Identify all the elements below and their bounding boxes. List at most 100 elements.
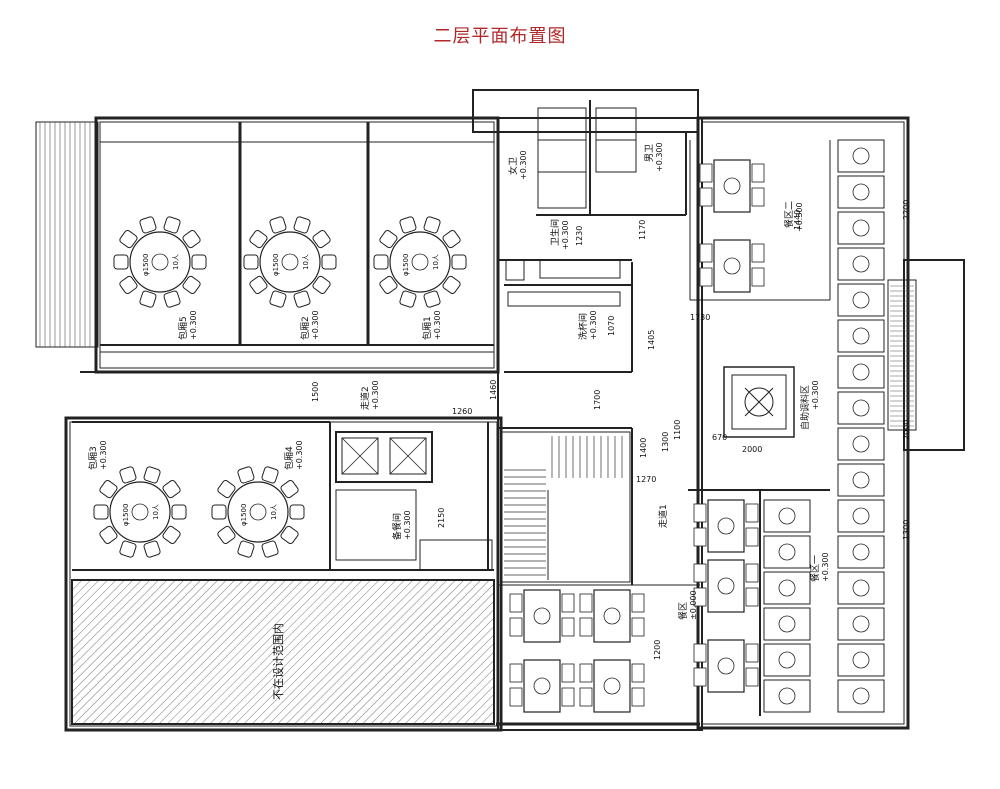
room-labels: 包厢5 +0.300 包厢2 +0.300 包厢1 +0.300 包厢3 +0.… (87, 142, 830, 700)
out-of-scope-area (71, 579, 495, 725)
label-dishwash: 洗杯间 (577, 313, 589, 340)
label-womens-wc: 女卫 (507, 157, 519, 175)
booth (837, 175, 885, 209)
round-table: φ1500 10人 (93, 466, 187, 558)
level-pantry: +0.300 (403, 510, 412, 540)
booth (837, 211, 885, 245)
level-womens-wc: +0.300 (519, 150, 528, 180)
booth (763, 607, 811, 641)
booth (837, 427, 885, 461)
dimension-label: 2150 (437, 508, 446, 528)
dimension-label: 2000 (902, 420, 911, 440)
booth (837, 571, 885, 605)
level-dining-1: +0.300 (821, 552, 830, 582)
label-private-1: 包厢1 (421, 316, 433, 340)
booth (763, 535, 811, 569)
booth (763, 679, 811, 713)
dimension-label: 1460 (489, 380, 498, 400)
booth (837, 463, 885, 497)
booth (837, 319, 885, 353)
outer-walls (64, 89, 910, 732)
table-size: φ1500 (122, 504, 130, 526)
dimension-label: 1400 (639, 438, 648, 458)
label-self-serve: 自助调料区 (799, 385, 811, 430)
label-dining-1: 餐区一 (809, 555, 821, 582)
dimension-label: 2200 (902, 200, 911, 220)
left-balcony (35, 121, 99, 348)
self-serve-station (723, 366, 795, 438)
level-self-serve: +0.300 (811, 380, 820, 410)
label-private-4: 包厢4 (283, 446, 295, 470)
dimension-label: 1260 (452, 407, 472, 416)
table-size: φ1500 (402, 254, 410, 276)
rect-table (509, 589, 575, 643)
table-seats: 10人 (152, 504, 160, 520)
level-private-5: +0.300 (189, 310, 198, 340)
booth (837, 607, 885, 641)
rect-table (693, 499, 759, 553)
level-dining-3: ±0.000 (689, 590, 698, 620)
label-sanitation: 卫生间 (549, 219, 561, 246)
rect-table (579, 659, 645, 713)
label-private-2: 包厢2 (299, 316, 311, 340)
table-seats: 10人 (432, 254, 440, 270)
dimension-label: 1700 (593, 390, 602, 410)
dimension-label: 1070 (607, 316, 616, 336)
counters (335, 259, 621, 571)
dimension-label: 2000 (742, 445, 762, 454)
label-pantry: 备餐间 (391, 513, 403, 540)
label-corridor-1: 走道1 (657, 504, 669, 528)
booth (837, 247, 885, 281)
dimension-label: 1500 (311, 382, 320, 402)
elevators (335, 431, 433, 483)
level-private-1: +0.300 (433, 310, 442, 340)
label-private-3: 包厢3 (87, 446, 99, 470)
table-size: φ1500 (272, 254, 280, 276)
level-mens-wc: +0.300 (655, 142, 664, 172)
rect-table (509, 659, 575, 713)
level-sanitation: +0.300 (561, 220, 570, 250)
toilet-stalls (537, 107, 637, 209)
booth (763, 571, 811, 605)
level-private-3: +0.300 (99, 440, 108, 470)
label-private-5: 包厢5 (177, 316, 189, 340)
page-title: 二层平面布置图 (433, 26, 567, 47)
level-private-2: +0.300 (311, 310, 320, 340)
rect-table (699, 159, 765, 213)
booth-seating (763, 139, 885, 713)
level-dining-2: +0.300 (795, 202, 804, 232)
interior-walls (72, 100, 831, 716)
booth (763, 643, 811, 677)
level-dishwash: +0.300 (589, 310, 598, 340)
table-size: φ1500 (142, 254, 150, 276)
round-table: φ1500 10人 (243, 216, 337, 308)
booth (763, 499, 811, 533)
table-seats: 10人 (270, 504, 278, 520)
right-balcony (887, 259, 965, 451)
round-table: φ1500 10人 (211, 466, 305, 558)
booth (837, 535, 885, 569)
booth (837, 391, 885, 425)
dimension-label: 670 (712, 433, 727, 442)
dimension-label: 1405 (647, 330, 656, 350)
booth (837, 643, 885, 677)
rect-table (699, 239, 765, 293)
dimension-label: 1230 (575, 226, 584, 246)
label-mens-wc: 男卫 (644, 144, 655, 162)
dimension-label: 1270 (636, 475, 656, 484)
table-seats: 10人 (302, 254, 310, 270)
booth (837, 283, 885, 317)
staircase (501, 431, 631, 583)
rect-tables (509, 159, 765, 713)
dimension-label: 1200 (653, 640, 662, 660)
dimension-label: 1170 (638, 220, 647, 240)
round-table: φ1500 10人 (373, 216, 467, 308)
dimension-label: 1440 (793, 210, 802, 230)
level-corridor-2: +0.300 (371, 380, 380, 410)
level-private-4: +0.300 (295, 440, 304, 470)
label-corridor-2: 走道2 (359, 386, 371, 410)
table-size: φ1500 (240, 504, 248, 526)
